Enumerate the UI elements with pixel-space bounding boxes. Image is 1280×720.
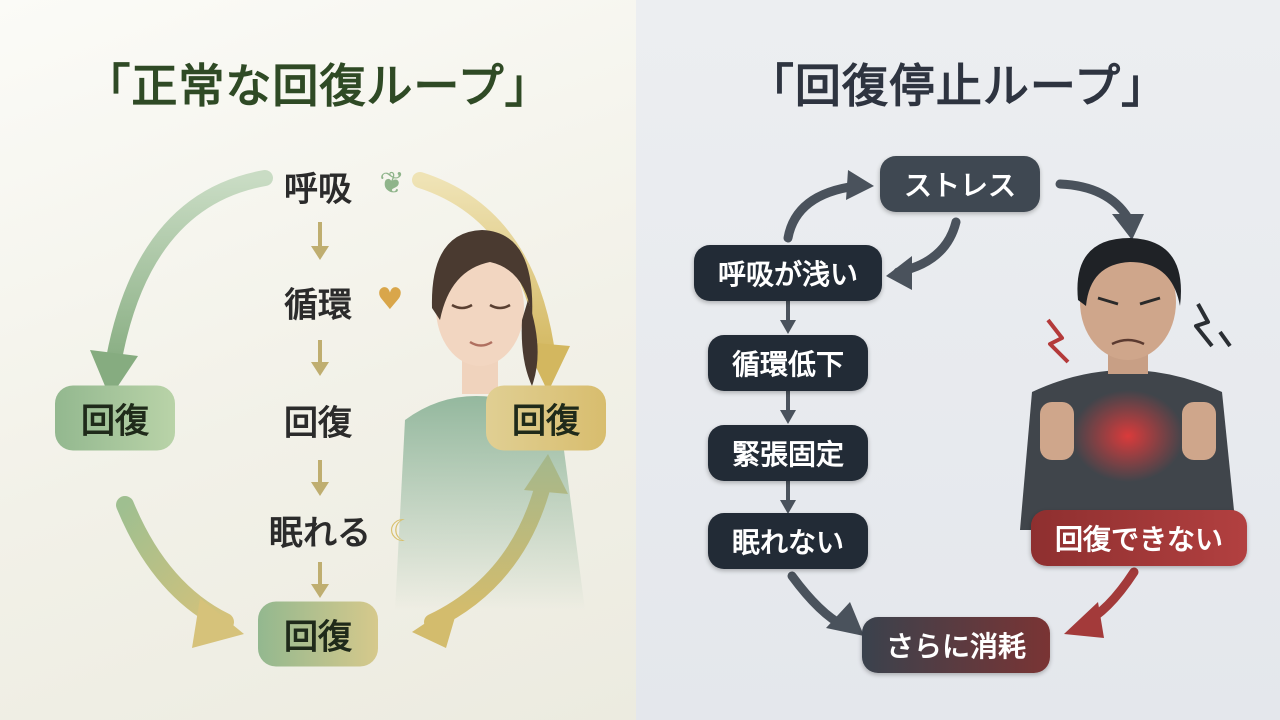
heart-icon: ♥ <box>376 282 404 317</box>
chain-low-circulation: 循環低下 <box>707 335 869 391</box>
arrowhead-to-exhaust <box>826 602 864 636</box>
arrowhead-bottom-right <box>412 600 460 648</box>
side-left-recovery: 回復 <box>55 385 175 451</box>
arrowhead-to-man <box>1112 214 1144 240</box>
stress-lightning-icon <box>1046 303 1232 364</box>
arrowhead-to-chain <box>886 256 912 290</box>
chain-shallow-breath: 呼吸が浅い <box>693 245 883 301</box>
arrowhead-red-to-exhaust <box>1064 602 1104 638</box>
arrowhead-bottom-left <box>192 598 244 648</box>
stressed-man-illustration <box>1020 238 1236 530</box>
stopped-recovery-panel: 「回復停止ループ」 <box>636 0 1280 720</box>
arrowhead-to-stress <box>846 170 874 200</box>
moon-icon: ☾ <box>388 514 416 549</box>
further-exhaustion-node: さらに消耗 <box>861 617 1051 673</box>
chain-arrows-dark <box>780 300 796 514</box>
stopped-loop-title: 「回復停止ループ」 <box>747 59 1169 113</box>
arc-chain-to-stress <box>783 181 861 243</box>
chain-cannot-sleep: 眠れない <box>707 513 869 569</box>
normal-loop-title: 「正常な回復ループ」 <box>84 59 552 113</box>
arc-stress-to-man <box>1055 179 1133 223</box>
normal-recovery-panel: 「正常な回復ループ」 <box>0 0 636 720</box>
arc-top-left <box>104 170 273 378</box>
step-recovery: 回復 <box>284 403 352 444</box>
chain-arrows <box>311 222 329 598</box>
cannot-recover-node: 回復できない <box>1030 510 1248 566</box>
stopped-loop-arrows <box>780 170 1144 638</box>
lungs-icon: ❦ <box>379 166 405 201</box>
stress-node: ストレス <box>879 156 1041 212</box>
step-breath: 呼吸 <box>284 169 352 210</box>
step-circulation: 循環 <box>284 285 352 326</box>
chain-fixed-tension: 緊張固定 <box>707 425 869 481</box>
step-sleep: 眠れる <box>269 513 371 554</box>
side-right-recovery: 回復 <box>486 385 606 451</box>
bottom-recovery: 回復 <box>258 601 378 667</box>
arrowhead-left <box>90 350 138 398</box>
